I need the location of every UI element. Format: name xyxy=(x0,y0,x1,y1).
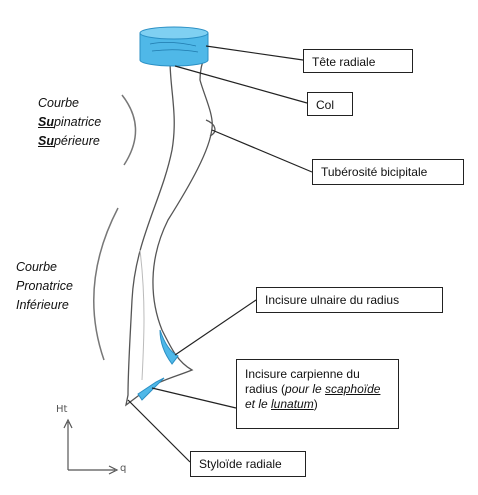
inferior-curve-arc xyxy=(93,207,119,361)
leader-col xyxy=(174,65,308,104)
leader-styloide xyxy=(127,399,191,463)
superior-curve-label: Courbe Supinatrice Supérieure xyxy=(38,94,101,151)
incisure-carpienne-line2: radius (pour le scaphoïde xyxy=(245,382,381,396)
radius-bone-inner-line xyxy=(139,249,145,381)
inferior-curve-label: Courbe Pronatrice Inférieure xyxy=(16,258,73,315)
axis-up-label: Ht xyxy=(56,404,68,415)
inferior-curve-line1: Courbe xyxy=(16,260,57,274)
label-tuberosite: Tubérosité bicipitale xyxy=(312,159,464,185)
label-styloide: Styloïde radiale xyxy=(190,451,306,477)
superior-curve-arc xyxy=(121,94,137,166)
superior-curve-line1: Courbe xyxy=(38,96,79,110)
inferior-curve-line2: Pronatrice xyxy=(16,279,73,293)
incisure-carpienne-line3: et le lunatum) xyxy=(245,397,318,411)
incisure-carpienne-line1: Incisure carpienne du xyxy=(245,367,360,381)
inferior-curve-line3: Inférieure xyxy=(16,298,69,312)
leader-tuberosite xyxy=(211,129,313,173)
label-col: Col xyxy=(307,92,353,116)
label-incisure-carpienne: Incisure carpienne du radius (pour le sc… xyxy=(236,359,399,429)
carpal-notch-cartilage xyxy=(137,377,165,401)
radius-bone-outline xyxy=(125,57,213,407)
radial-head-top xyxy=(139,26,209,40)
leader-incisure-ulnaire xyxy=(174,299,257,356)
superior-curve-line2: Supinatrice xyxy=(38,115,102,129)
label-tete-radiale: Tête radiale xyxy=(303,49,413,73)
label-incisure-ulnaire: Incisure ulnaire du radius xyxy=(256,287,443,313)
ulnar-notch-cartilage xyxy=(159,329,179,365)
superior-curve-line3: Supérieure xyxy=(38,134,100,148)
leader-incisure-carpienne xyxy=(151,387,237,409)
axis-right-label: q xyxy=(120,463,127,474)
leader-tete-radiale xyxy=(205,45,304,61)
bicipital-tuberosity-shape xyxy=(205,119,216,137)
